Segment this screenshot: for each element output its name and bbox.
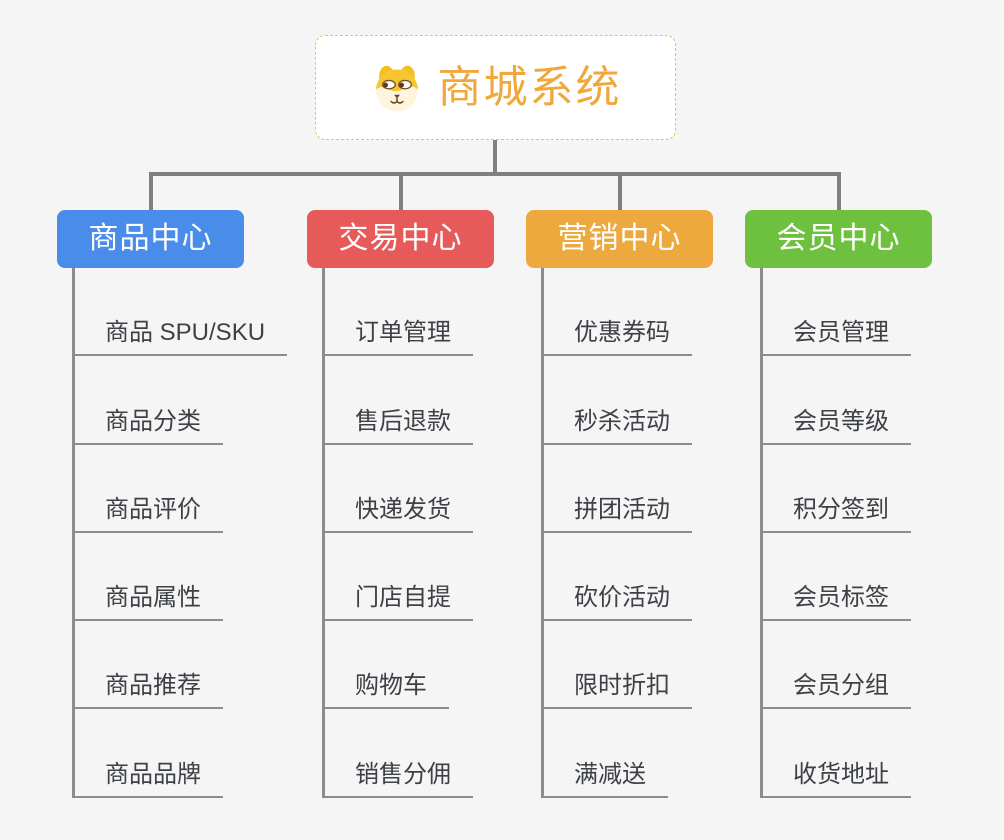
- dog-left-pupil: [382, 82, 388, 87]
- branch-member: 会员中心 会员管理 会员等级 积分签到 会员标签 会员分组 收货地址: [745, 210, 932, 798]
- child-topic[interactable]: 商品属性: [75, 533, 287, 622]
- child-topic-label: 会员分组: [763, 674, 911, 710]
- child-topic-label: 商品属性: [75, 586, 223, 622]
- child-topic[interactable]: 商品评价: [75, 445, 287, 533]
- branch-marketing-children: 优惠券码 秒杀活动 拼团活动 砍价活动 限时折扣 满减送: [541, 268, 713, 798]
- child-topic[interactable]: 门店自提: [325, 533, 494, 622]
- child-topic-label: 售后退款: [325, 409, 473, 445]
- child-topic-label: 收货地址: [763, 762, 911, 798]
- child-topic[interactable]: 砍价活动: [544, 533, 713, 622]
- child-topic[interactable]: 秒杀活动: [544, 356, 713, 445]
- child-topic-label: 限时折扣: [544, 674, 692, 710]
- child-topic-label: 会员等级: [763, 409, 911, 445]
- branch-node-marketing[interactable]: 营销中心: [526, 210, 713, 268]
- branch-product-children: 商品 SPU/SKU 商品分类 商品评价 商品属性 商品推荐 商品品牌: [72, 268, 288, 798]
- child-topic-label: 会员管理: [763, 321, 911, 357]
- child-topic-label: 砍价活动: [544, 586, 692, 622]
- dog-mouth: [389, 99, 404, 104]
- child-topic[interactable]: 商品 SPU/SKU: [75, 268, 288, 357]
- root-title: 商城系统: [437, 62, 622, 112]
- branch-trade-children: 订单管理 售后退款 快递发货 门店自提 购物车 销售分佣: [322, 268, 494, 798]
- child-topic[interactable]: 订单管理: [325, 268, 494, 357]
- child-topic[interactable]: 会员分组: [763, 621, 932, 710]
- child-topic-label: 销售分佣: [325, 762, 473, 798]
- child-topic[interactable]: 会员等级: [763, 356, 932, 445]
- branch-trade: 交易中心 订单管理 售后退款 快递发货 门店自提 购物车 销售分佣: [307, 210, 494, 798]
- child-topic[interactable]: 会员标签: [763, 533, 932, 622]
- child-topic-label: 拼团活动: [544, 497, 692, 533]
- child-topic-label: 秒杀活动: [544, 409, 692, 445]
- child-topic-label: 商品推荐: [75, 674, 223, 710]
- child-topic-label: 门店自提: [325, 586, 473, 622]
- child-topic[interactable]: 收货地址: [763, 709, 932, 798]
- connector-drop-trade: [399, 172, 403, 210]
- child-topic-label: 商品 SPU/SKU: [75, 321, 288, 357]
- connector-drop-member: [837, 172, 841, 210]
- branch-node-product[interactable]: 商品中心: [57, 210, 244, 268]
- child-topic[interactable]: 销售分佣: [325, 709, 494, 798]
- child-topic-label: 商品分类: [75, 409, 223, 445]
- child-topic-label: 积分签到: [763, 497, 911, 533]
- child-topic-label: 快递发货: [325, 497, 473, 533]
- branch-node-member[interactable]: 会员中心: [745, 210, 932, 268]
- child-topic[interactable]: 拼团活动: [544, 445, 713, 533]
- child-topic[interactable]: 积分签到: [763, 445, 932, 533]
- connector-root-stem: [493, 140, 497, 174]
- child-topic[interactable]: 购物车: [325, 621, 494, 710]
- child-topic[interactable]: 商品品牌: [75, 709, 287, 798]
- child-topic[interactable]: 商品推荐: [75, 621, 287, 710]
- root-topic[interactable]: 商城系统: [315, 35, 676, 140]
- connector-horizontal-rail: [149, 172, 841, 176]
- child-topic-label: 订单管理: [325, 321, 473, 357]
- shiba-dog-face-icon: [375, 65, 418, 112]
- dog-nose: [393, 94, 400, 99]
- connector-drop-product: [149, 172, 153, 210]
- child-topic-label: 满减送: [544, 762, 668, 798]
- child-topic[interactable]: 会员管理: [763, 268, 932, 357]
- branch-node-trade[interactable]: 交易中心: [307, 210, 494, 268]
- branch-marketing: 营销中心 优惠券码 秒杀活动 拼团活动 砍价活动 限时折扣 满减送: [526, 210, 713, 798]
- child-topic[interactable]: 优惠券码: [544, 268, 713, 357]
- branch-product: 商品中心 商品 SPU/SKU 商品分类 商品评价 商品属性 商品推荐 商品品牌: [57, 210, 288, 798]
- child-topic-label: 商品评价: [75, 497, 223, 533]
- child-topic[interactable]: 售后退款: [325, 356, 494, 445]
- child-topic-label: 会员标签: [763, 586, 911, 622]
- child-topic[interactable]: 满减送: [544, 709, 713, 798]
- child-topic[interactable]: 商品分类: [75, 356, 287, 445]
- branch-member-children: 会员管理 会员等级 积分签到 会员标签 会员分组 收货地址: [760, 268, 932, 798]
- child-topic-label: 商品品牌: [75, 762, 223, 798]
- child-topic-label: 优惠券码: [544, 321, 692, 357]
- child-topic[interactable]: 限时折扣: [544, 621, 713, 710]
- child-topic[interactable]: 快递发货: [325, 445, 494, 533]
- connector-drop-marketing: [618, 172, 622, 210]
- child-topic-label: 购物车: [325, 674, 449, 710]
- dog-right-pupil: [398, 82, 404, 87]
